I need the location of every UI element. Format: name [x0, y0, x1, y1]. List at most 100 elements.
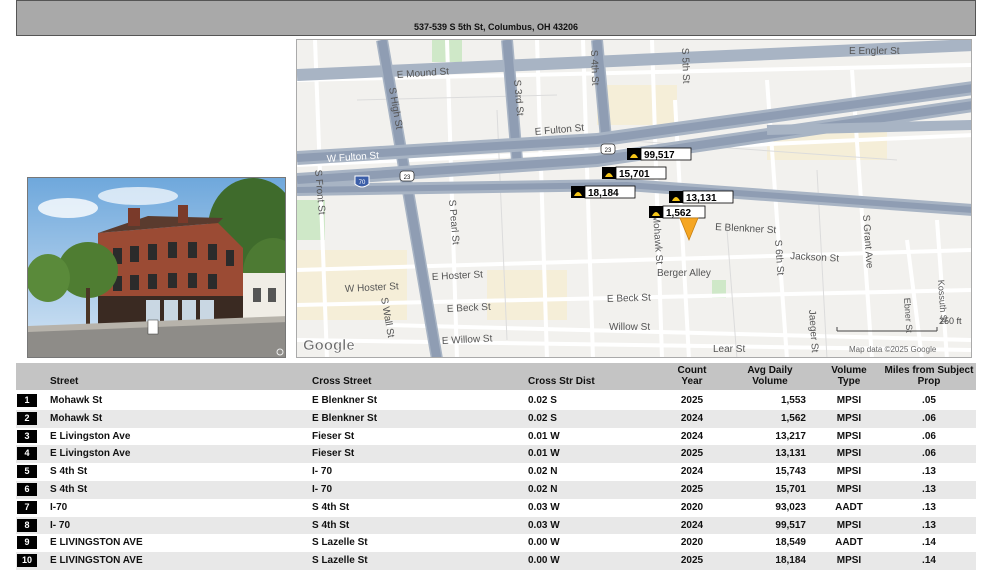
cell-count-year: 2025	[680, 395, 704, 406]
count-marker-15701[interactable]: 15,701	[602, 166, 667, 180]
cell-cross-street: I- 70	[312, 483, 333, 495]
cell-cross-street: Fieser St	[312, 448, 355, 460]
traffic-table-header: Street Cross Street Cross Str Dist Count…	[16, 363, 976, 390]
cell-volume-type: MPSI	[836, 555, 862, 567]
map-label-lear: Lear St	[713, 344, 745, 355]
svg-text:15,701: 15,701	[619, 169, 650, 180]
cell-cross-street: E Blenkner St	[312, 412, 378, 424]
col-miles-from-subject: Miles from Subject Prop	[884, 365, 974, 387]
svg-text:13,131: 13,131	[686, 193, 717, 204]
map-label-e-beck: E Beck St	[447, 302, 492, 315]
cell-avg-daily-volume: 18,549	[775, 537, 806, 549]
map-label-e-fulton: E Fulton St	[534, 123, 584, 138]
row-number: 9	[17, 536, 37, 550]
cell-avg-daily-volume: 13,131	[775, 448, 806, 460]
cell-street: E Livingston Ave	[50, 430, 131, 442]
map-label-e-mound: E Mound St	[396, 66, 449, 81]
cell-cross-dist: 0.02 S	[528, 412, 557, 424]
svg-text:70: 70	[359, 180, 366, 186]
col-avg-daily-volume: Avg Daily Volume	[747, 365, 793, 387]
cell-cross-dist: 0.01 W	[528, 448, 560, 460]
cell-miles: .13	[922, 466, 936, 478]
cell-avg-daily-volume: 18,184	[775, 555, 806, 567]
row-number: 10	[17, 554, 37, 568]
row-number: 4	[17, 447, 37, 461]
cell-miles: .14	[922, 555, 936, 567]
cell-cross-street: S Lazelle St	[312, 555, 368, 567]
cell-volume-type: MPSI	[836, 483, 862, 495]
cell-volume-type: AADT	[835, 501, 863, 513]
cell-miles: .06	[922, 448, 936, 460]
map-label-w-hoster: W Hoster St	[345, 281, 400, 295]
cell-volume-type: MPSI	[836, 412, 862, 424]
report-title-bar: 537-539 S 5th St, Columbus, OH 43206	[16, 0, 976, 36]
map-label-w-fulton: W Fulton St	[326, 150, 379, 165]
highway-shield-us23-a: 23	[399, 170, 415, 182]
count-marker-13131[interactable]: 13,131	[669, 190, 734, 204]
map-label-e-willow: E Willow St	[442, 333, 493, 347]
highway-shield-us23-b: 23	[600, 143, 616, 155]
cell-cross-dist: 0.02 N	[528, 483, 558, 495]
cell-street: I- 70	[50, 519, 71, 531]
cell-cross-dist: 0.02 N	[528, 466, 558, 478]
map-attribution: Map data ©2025 Google	[849, 345, 937, 354]
cell-count-year: 2024	[680, 412, 704, 424]
cell-count-year: 2020	[680, 501, 704, 513]
count-marker-18184[interactable]: 18,184	[571, 185, 636, 199]
table-row: 9 E LIVINGSTON AVE S Lazelle St 0.00 W 2020 1…	[16, 534, 976, 552]
cell-count-year: 2025	[680, 483, 704, 495]
svg-text:99,517: 99,517	[644, 150, 675, 161]
cell-cross-dist: 0.03 W	[528, 501, 560, 513]
cell-avg-daily-volume: 99,517	[775, 519, 806, 531]
cell-street: Mohawk St	[50, 395, 103, 406]
cell-street: E LIVINGSTON AVE	[50, 537, 143, 549]
map-label-s-3rd: S 3rd St	[511, 79, 525, 116]
google-logo: Google	[303, 337, 355, 354]
cell-count-year: 2020	[680, 537, 704, 549]
cell-cross-dist: 0.02 S	[528, 395, 557, 406]
map-label-ebner: Ebner St	[902, 297, 914, 333]
count-marker-99517[interactable]: 99,517	[627, 147, 692, 161]
cell-volume-type: AADT	[835, 537, 863, 549]
cell-volume-type: MPSI	[836, 448, 862, 460]
cell-avg-daily-volume: 13,217	[775, 430, 806, 442]
cell-miles: .06	[922, 412, 936, 424]
map-label-s-4th: S 4th St	[588, 50, 600, 86]
map-label-s-grant: S Grant Ave	[860, 214, 875, 269]
subject-property-pin-icon	[679, 217, 699, 242]
cell-cross-street: S Lazelle St	[312, 537, 368, 549]
cell-cross-street: S 4th St	[312, 501, 350, 513]
map-label-willow: Willow St	[609, 322, 650, 333]
cell-volume-type: MPSI	[836, 519, 862, 531]
col-street: Street	[50, 376, 79, 387]
cell-cross-dist: 0.00 W	[528, 537, 560, 549]
cell-cross-dist: 0.00 W	[528, 555, 560, 567]
map-label-mohawk: Mohawk St	[650, 214, 664, 264]
cell-miles: .13	[922, 501, 936, 513]
map-label-s-pearl: S Pearl St	[446, 199, 461, 245]
row-number: 1	[17, 394, 37, 407]
cell-volume-type: MPSI	[836, 430, 862, 442]
cell-avg-daily-volume: 1,553	[780, 395, 806, 406]
property-photo	[27, 177, 286, 358]
cell-miles: .13	[922, 519, 936, 531]
cell-volume-type: MPSI	[836, 395, 862, 406]
cell-avg-daily-volume: 93,023	[775, 501, 806, 513]
map-label-e-hoster: E Hoster St	[432, 269, 484, 283]
cell-cross-dist: 0.03 W	[528, 519, 560, 531]
svg-text:23: 23	[404, 175, 411, 181]
cell-miles: .05	[922, 395, 936, 406]
map-label-s-6th: S 6th St	[772, 239, 785, 275]
cell-avg-daily-volume: 1,562	[780, 412, 806, 424]
cell-count-year: 2025	[680, 448, 704, 460]
col-cross-dist: Cross Str Dist	[528, 376, 595, 387]
map-label-berger-alley: Berger Alley	[657, 268, 711, 279]
traffic-map[interactable]: E Engler St E Mound St S High St S 3rd S…	[296, 39, 972, 358]
cell-street: I-70	[50, 501, 68, 513]
cell-street: S 4th St	[50, 483, 88, 495]
count-marker-1562[interactable]: 1,562	[649, 205, 706, 219]
